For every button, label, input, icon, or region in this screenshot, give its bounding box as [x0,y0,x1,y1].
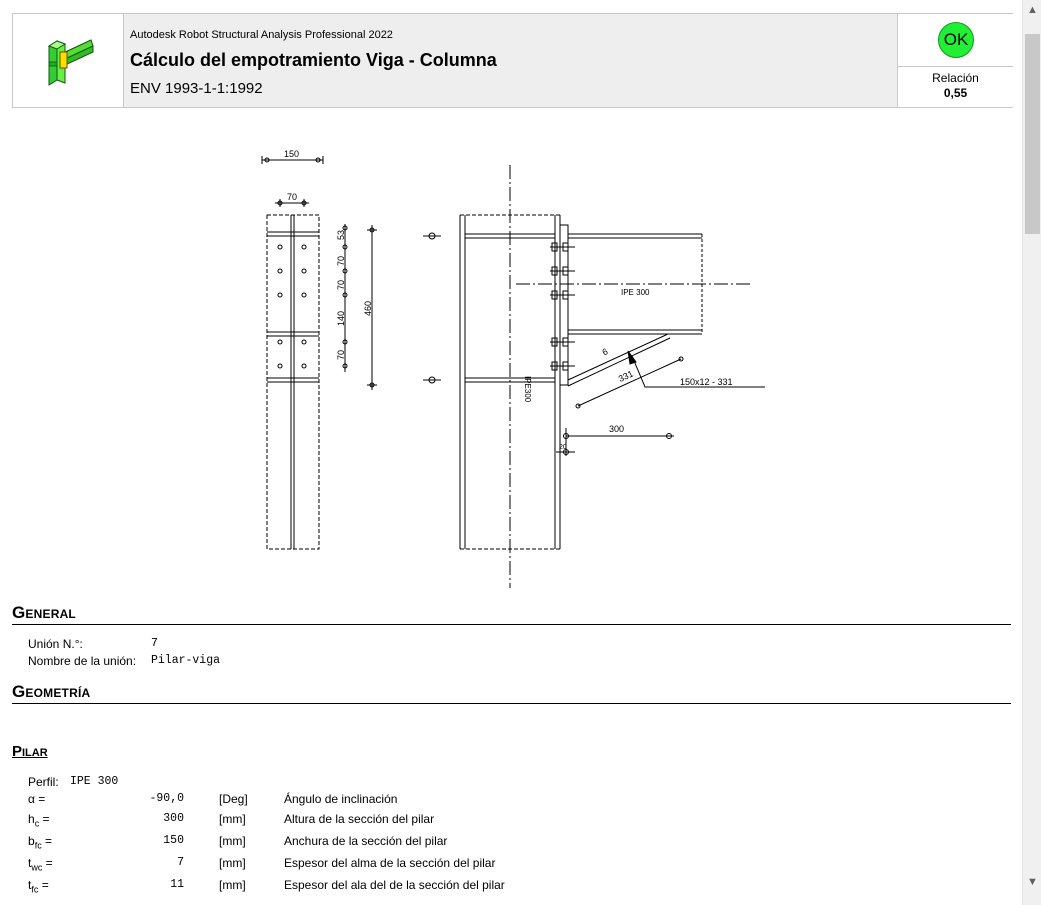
param-value: 300 [163,812,184,825]
subsection-pilar-title: Pilar [12,743,48,760]
param-description: Ángulo de inclinación [284,792,398,806]
logo-cell [13,14,124,107]
dim-bolt-gauge: 70 [287,192,297,202]
haunch-section-label: 150x12 - 331 [680,377,733,387]
param-symbol: tfc = [28,878,49,895]
pilar-profile-label: Perfil: [28,775,59,789]
param-description: Anchura de la sección del pilar [284,834,448,848]
ok-status-badge: OK [938,22,974,58]
report-header: Autodesk Robot Structural Analysis Profe… [12,13,1013,108]
beam-profile-label: IPE 300 [621,288,650,297]
section-geometry-title: Geometría [12,682,91,701]
general-row-label: Nombre de la unión: [28,654,137,668]
pilar-profile-value: IPE 300 [70,775,119,788]
section-general-rule [12,624,1011,625]
param-symbol: α = [28,792,46,806]
dim-d4: 140 [336,311,346,326]
ratio-value: 0,55 [943,86,968,100]
scroll-thumb[interactable] [1025,34,1040,234]
param-value: 11 [170,878,184,891]
ratio-label: Relación [932,71,979,85]
status-cell: OK Relación 0,55 [897,14,1013,107]
param-unit: [mm] [219,856,246,870]
param-value: -90,0 [149,792,184,805]
column-profile-label: IPE300 [523,376,532,403]
design-standard: ENV 1993-1-1:1992 [130,80,263,97]
param-value: 7 [177,856,184,869]
dim-d1: 53 [336,230,346,240]
vertical-scrollbar[interactable]: ▲ ▼ [1022,0,1041,905]
dim-plate-height: 460 [363,301,373,316]
dim-d3: 70 [336,280,346,290]
param-description: Espesor del ala del de la sección del pi… [284,878,505,892]
status-top: OK [898,14,1013,67]
param-unit: [mm] [219,878,246,892]
scroll-up-icon[interactable]: ▲ [1027,4,1038,16]
dim-gap: 20 [559,444,567,451]
dim-d2: 70 [336,256,346,266]
param-value: 150 [163,834,184,847]
beam-column-connection-icon [47,39,94,86]
param-symbol: hc = [28,812,50,829]
app-name: Autodesk Robot Structural Analysis Profe… [130,29,393,41]
param-unit: [mm] [219,834,246,848]
param-description: Espesor del alma de la sección del pilar [284,856,496,870]
section-geometry-rule [12,703,1011,704]
weld-size-label: 6 [601,346,610,357]
general-row-value: Pilar-viga [151,654,221,667]
dim-d5: 70 [336,350,346,360]
general-row-label: Unión N.°: [28,637,83,651]
dim-plate-width: 150 [284,149,299,159]
param-description: Altura de la sección del pilar [284,812,435,826]
param-symbol: twc = [28,856,53,873]
title-cell: Autodesk Robot Structural Analysis Profe… [124,14,896,107]
dim-haunch-depth: 300 [609,424,624,434]
report-title: Cálculo del empotramiento Viga - Columna [130,50,497,70]
param-unit: [mm] [219,812,246,826]
scroll-down-icon[interactable]: ▼ [1027,876,1038,888]
general-row-value: 7 [151,637,158,650]
section-general-title: General [12,603,76,622]
connection-drawing: 150 70 53 70 70 140 70 460 IPE 300 IPE30… [261,149,765,588]
param-unit: [Deg] [219,792,248,806]
param-symbol: bfc = [28,834,53,851]
